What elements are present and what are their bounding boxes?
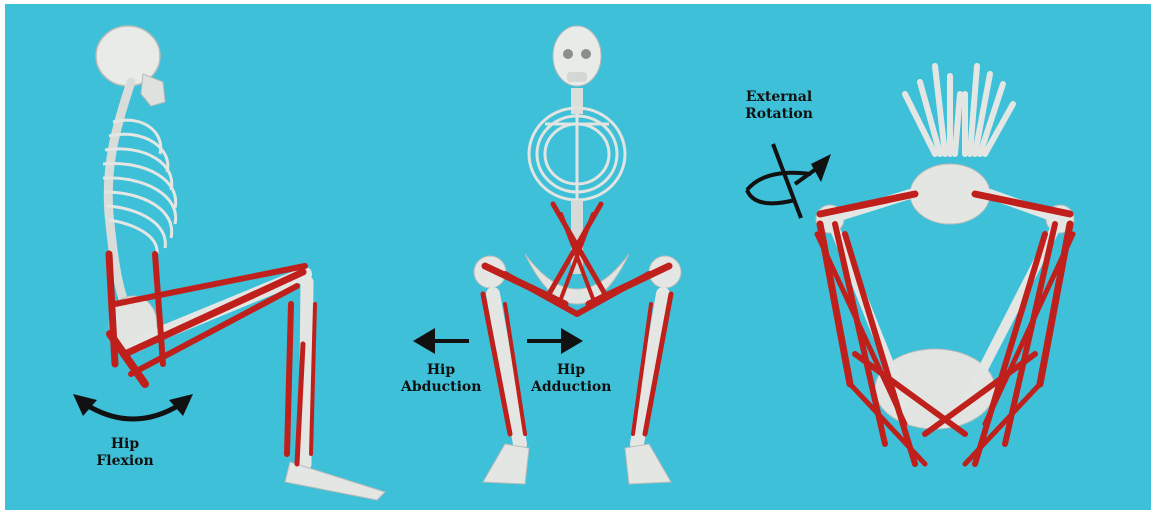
external-rotation-arrow (747, 144, 831, 218)
hip-adduction-line1: Hip (531, 362, 611, 379)
external-rotation-label: External Rotation (739, 89, 819, 123)
figure-panel: Hip Flexion Hip Abduction Hip Adduction … (5, 4, 1151, 510)
hip-abduction-line1: Hip (401, 362, 481, 379)
hip-adduction-line2: Adduction (531, 379, 611, 396)
hip-flexion-line1: Hip (95, 436, 155, 453)
hip-abduction-line2: Abduction (401, 379, 481, 396)
external-rotation-line1: External (739, 89, 819, 106)
hip-adduction-label: Hip Adduction (531, 362, 611, 396)
hip-abduction-label: Hip Abduction (401, 362, 481, 396)
top-view-skeleton (5, 4, 1151, 510)
feet-top (905, 66, 1013, 154)
external-rotation-line2: Rotation (739, 106, 819, 123)
hip-flexion-line2: Flexion (95, 453, 155, 470)
hip-flexion-label: Hip Flexion (95, 436, 155, 470)
